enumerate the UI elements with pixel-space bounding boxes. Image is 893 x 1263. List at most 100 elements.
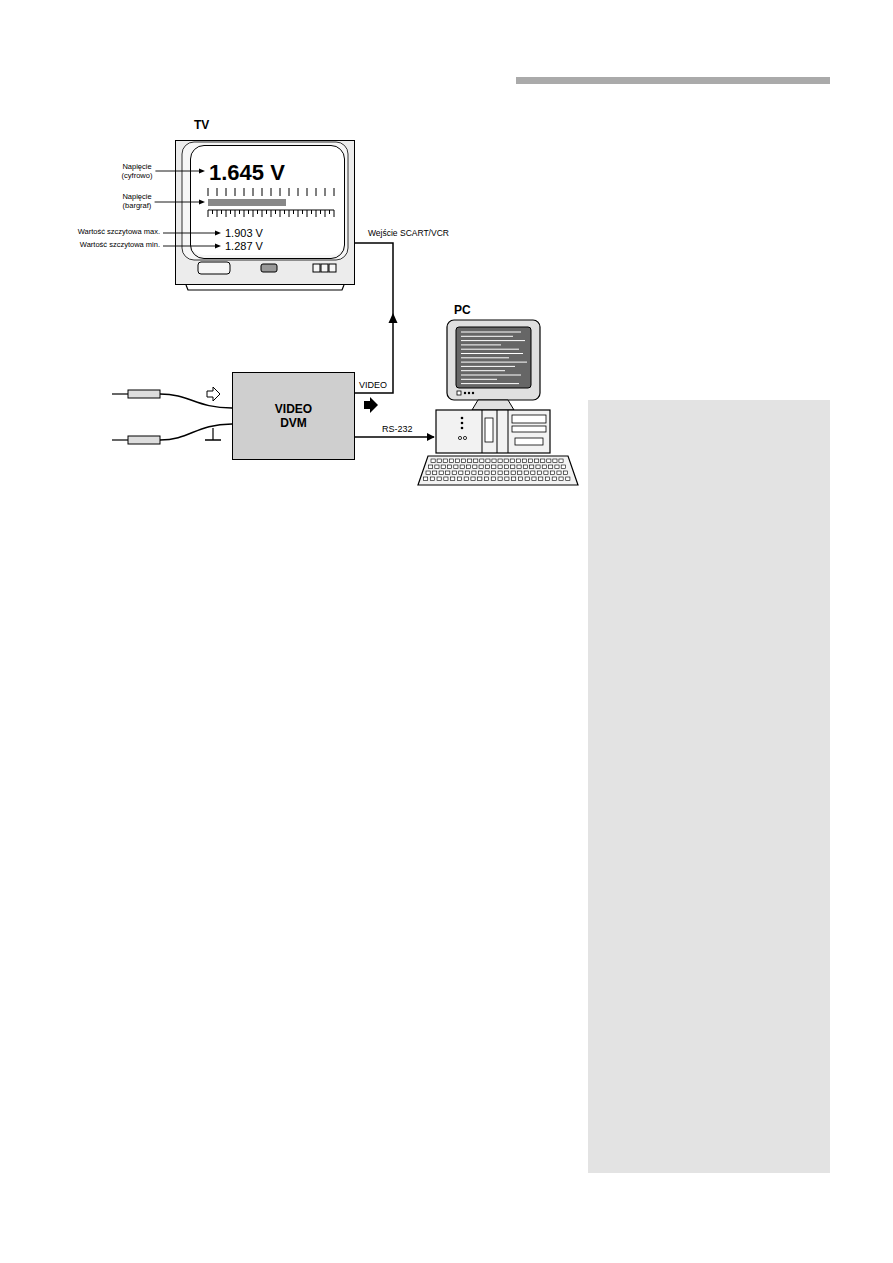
pc-monitor-knob <box>468 392 470 394</box>
tv-key <box>313 264 320 272</box>
pc-key <box>563 471 567 475</box>
pc-screen-line <box>461 366 515 367</box>
pc-drive <box>512 426 546 432</box>
pc-key <box>535 459 539 463</box>
tv-control <box>198 262 230 274</box>
bargraph-scale-tick <box>262 210 263 217</box>
bargraph-tick <box>271 188 272 196</box>
bargraph-scale-tick <box>298 210 299 217</box>
callout-label: Wartość szczytowa min. <box>80 241 160 250</box>
pc-key <box>479 465 483 469</box>
bargraph-scale-tick <box>266 210 267 214</box>
pc-key <box>424 477 428 481</box>
pc-key <box>552 477 556 481</box>
pc-monitor-stand <box>472 400 514 410</box>
bargraph-scale-tick <box>230 210 231 214</box>
bargraph-scale-tick <box>320 210 321 214</box>
pc-key <box>547 459 551 463</box>
pc-key <box>561 465 565 469</box>
pc-key <box>505 471 509 475</box>
pc-key <box>431 459 435 463</box>
pc-key <box>555 465 559 469</box>
pc-key <box>472 471 476 475</box>
pc-drive <box>515 438 543 445</box>
pc-screen-line <box>461 340 525 341</box>
pc-key <box>530 465 534 469</box>
tv-key <box>329 264 336 272</box>
pc-key <box>471 477 475 481</box>
pc-screen-line <box>461 336 513 337</box>
pc-key <box>460 465 464 469</box>
callout-label: Wartość szczytowa max. <box>78 228 160 237</box>
tv-housing-fill <box>175 140 355 285</box>
pc-key <box>433 471 437 475</box>
pc-keyboard <box>418 456 578 485</box>
dvm-title: VIDEO DVM <box>275 402 312 431</box>
bargraph-tick <box>334 188 335 196</box>
leader-line <box>155 202 200 203</box>
probe-wire <box>160 394 232 408</box>
pc-key <box>491 477 495 481</box>
bargraph-scale-tick <box>325 210 326 217</box>
pc-key <box>542 465 546 469</box>
bargraph-tick <box>280 188 281 196</box>
tv-button <box>261 264 277 272</box>
pc-key <box>466 465 470 469</box>
bargraph-tick <box>244 188 245 196</box>
pc-key <box>566 477 570 481</box>
bargraph-scale-tick <box>311 210 312 214</box>
bargraph-scale-tick <box>284 210 285 214</box>
pc-key <box>524 471 528 475</box>
bargraph-tick <box>208 188 209 196</box>
probe-body <box>128 436 160 444</box>
pc-key <box>516 459 520 463</box>
pc-key <box>464 477 468 481</box>
pc-key <box>485 471 489 475</box>
pc-key <box>532 477 536 481</box>
bargraph-tick <box>253 188 254 196</box>
bargraph-scale-tick <box>244 210 245 217</box>
bargraph-scale-tick <box>334 210 335 217</box>
tv-screen-fill <box>190 145 345 255</box>
bargraph-scale-tick <box>257 210 258 214</box>
bargraph-tick <box>217 188 218 196</box>
pc-key <box>443 459 447 463</box>
pc-key <box>545 477 549 481</box>
pc-key <box>528 459 532 463</box>
pc-key <box>559 459 563 463</box>
pc-key <box>525 477 529 481</box>
bargraph-scale-tick <box>271 210 272 217</box>
pc-key <box>446 471 450 475</box>
pc-case <box>436 410 550 453</box>
pc-key <box>531 471 535 475</box>
pc-switch <box>458 436 461 439</box>
pc-screen-line <box>461 362 527 363</box>
dvm-box: VIDEO DVM <box>232 372 355 460</box>
arrowhead <box>389 313 398 323</box>
bargraph-scale-tick <box>253 210 254 217</box>
header-rule <box>516 77 830 84</box>
bargraph-scale-tick <box>221 210 222 214</box>
pc-key <box>429 465 433 469</box>
pc-case-divider <box>508 410 509 453</box>
pc-case-divider <box>482 410 483 453</box>
pc-key <box>498 465 502 469</box>
video-cable <box>355 243 393 393</box>
pc-led <box>461 417 464 420</box>
pc-key <box>455 459 459 463</box>
bargraph-tick <box>325 188 326 196</box>
probe-body <box>128 390 160 398</box>
side-panel <box>588 400 830 1173</box>
pc-key <box>439 471 443 475</box>
signal-name: VIDEO <box>358 380 388 390</box>
pc-key <box>478 477 482 481</box>
pc-monitor-screen <box>456 327 531 388</box>
pc-screen-line <box>461 344 501 345</box>
leader-arrowhead <box>215 231 221 236</box>
pc-key <box>537 471 541 475</box>
voltage-reading: 1.645 V <box>209 160 285 185</box>
bargraph-scale-tick <box>239 210 240 214</box>
pc-key <box>426 471 430 475</box>
pc-monitor-knob <box>472 392 474 394</box>
